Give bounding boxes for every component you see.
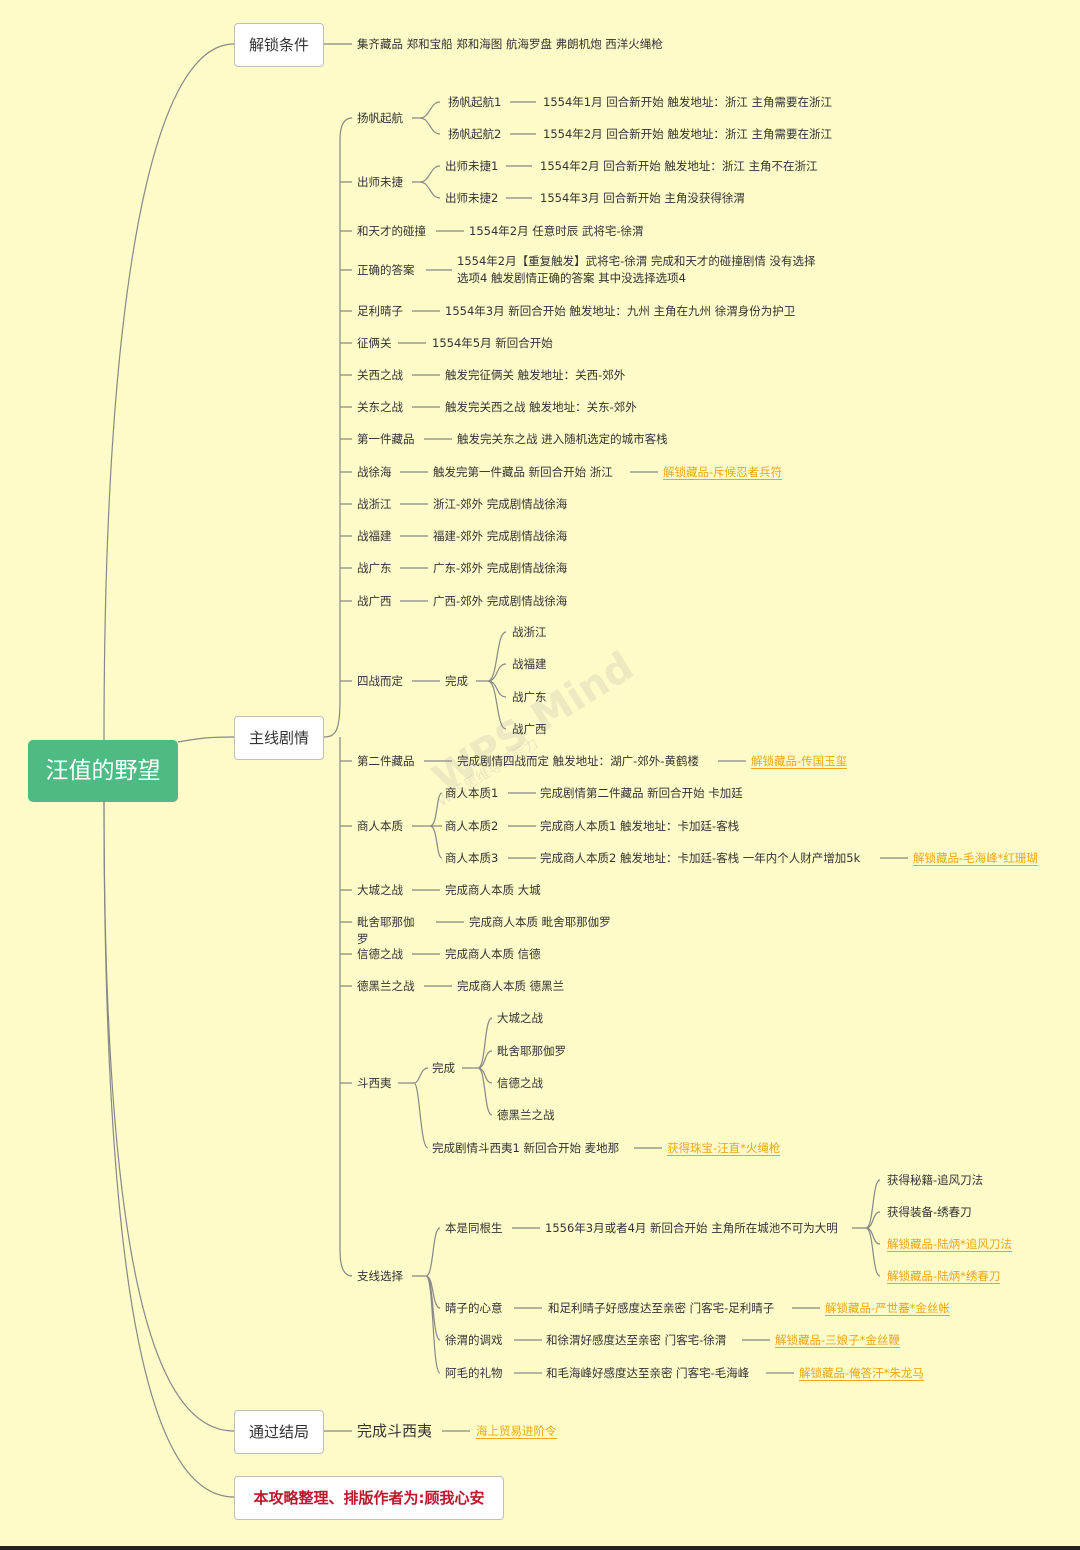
node-pishe[interactable]: 毗舍耶那伽: [357, 915, 415, 929]
zhengque-detail-2: 选项4 触发剧情正确的答案 其中没选择选项4: [457, 271, 686, 285]
zuli-detail: 1554年3月 新回合开始 触发地址：九州 主角在九州 徐渭身份为护卫: [445, 304, 796, 318]
node-zhanguangxi[interactable]: 战广西: [357, 594, 392, 608]
douxiyi-item[interactable]: 德黑兰之战: [497, 1108, 555, 1122]
zhanguangxi-detail: 广西-郊外 完成剧情战徐海: [433, 594, 568, 608]
shangren-3-reward: 解锁藏品-毛海峰*红珊瑚: [913, 851, 1038, 866]
node-zhengque[interactable]: 正确的答案: [357, 263, 415, 277]
sizhan-done[interactable]: 完成: [445, 674, 468, 688]
douxiyi-detail: 完成剧情斗西夷1 新回合开始 麦地那: [432, 1141, 620, 1155]
node-chushi[interactable]: 出师未捷: [357, 175, 403, 189]
node-first-item[interactable]: 第一件藏品: [357, 432, 415, 446]
zhanzhejiang-detail: 浙江-郊外 完成剧情战徐海: [433, 497, 568, 511]
zhanxuhai-detail: 触发完第一件藏品 新回合开始 浙江: [433, 465, 613, 479]
zhengliangguan-detail: 1554年5月 新回合开始: [432, 336, 553, 350]
guanxi-detail: 触发完征俩关 触发地址：关西-郊外: [445, 368, 626, 382]
node-zhengliangguan[interactable]: 征俩关: [357, 336, 392, 350]
qingzi-detail: 和足利晴子好感度达至亲密 门客宅-足利晴子: [548, 1301, 775, 1315]
sizhan-item[interactable]: 战浙江: [512, 625, 547, 639]
node-zhanfujian[interactable]: 战福建: [357, 529, 392, 543]
node-amao[interactable]: 阿毛的礼物: [445, 1366, 503, 1380]
ending-reward: 海上贸易进阶令: [476, 1424, 557, 1439]
node-douxiyi[interactable]: 斗西夷: [357, 1076, 392, 1090]
deheilan-detail: 完成商人本质 德黑兰: [457, 979, 565, 993]
node-zhanxuhai[interactable]: 战徐海: [357, 465, 392, 479]
second-item-reward: 解锁藏品-传国玉玺: [751, 754, 848, 769]
node-guandong[interactable]: 关东之战: [357, 400, 403, 414]
node-zuli[interactable]: 足利晴子: [357, 304, 403, 318]
amao-detail: 和毛海峰好感度达至亲密 门客宅-毛海峰: [546, 1366, 750, 1380]
yangfan-1-detail: 1554年1月 回合新开始 触发地址：浙江 主角需要在浙江: [543, 95, 833, 109]
node-hetiancai[interactable]: 和天才的碰撞: [357, 224, 426, 238]
xuwei-detail: 和徐渭好感度达至亲密 门客宅-徐渭: [546, 1333, 727, 1347]
zhengque-detail-1: 1554年2月【重复触发】武将宅-徐渭 完成和天才的碰撞剧情 没有选择: [457, 254, 816, 268]
sizhan-item[interactable]: 战福建: [512, 657, 547, 671]
node-shangren-3[interactable]: 商人本质3: [445, 851, 499, 865]
pishe-detail: 完成商人本质 毗舍耶那伽罗: [469, 915, 611, 929]
douxiyi-item[interactable]: 信德之战: [497, 1076, 543, 1090]
sizhan-item[interactable]: 战广西: [512, 722, 547, 736]
chushi-1-detail: 1554年2月 回合新开始 触发地址：浙江 主角不在浙江: [540, 159, 818, 173]
node-tonggen[interactable]: 本是同根生: [445, 1221, 503, 1235]
zhanguangdong-detail: 广东-郊外 完成剧情战徐海: [433, 561, 568, 575]
node-shangren-2[interactable]: 商人本质2: [445, 819, 499, 833]
node-chushi-1[interactable]: 出师未捷1: [445, 159, 499, 173]
node-qingzi[interactable]: 晴子的心意: [445, 1301, 503, 1315]
chushi-2-detail: 1554年3月 回合新开始 主角没获得徐渭: [540, 191, 745, 205]
douxiyi-item[interactable]: 毗舍耶那伽罗: [497, 1044, 566, 1058]
node-guanxi[interactable]: 关西之战: [357, 368, 403, 382]
root-node[interactable]: 汪值的野望: [28, 740, 178, 802]
second-item-detail: 完成剧情四战而定 触发地址：湖广-郊外-黄鹤楼: [457, 754, 699, 768]
ending-child[interactable]: 完成斗西夷: [357, 1422, 433, 1440]
node-pishe-wrap[interactable]: 罗: [357, 932, 369, 946]
node-zhanzhejiang[interactable]: 战浙江: [357, 497, 392, 511]
node-zhixian[interactable]: 支线选择: [357, 1269, 403, 1283]
node-yangfan-1[interactable]: 扬帆起航1: [448, 95, 502, 109]
node-dacheng[interactable]: 大城之战: [357, 883, 403, 897]
node-xuwei[interactable]: 徐渭的调戏: [445, 1333, 503, 1347]
node-yangfan[interactable]: 扬帆起航: [357, 111, 403, 125]
node-second-item[interactable]: 第二件藏品: [357, 754, 415, 768]
tonggen-reward: 解锁藏品-陆炳*绣春刀: [887, 1269, 1001, 1284]
guandong-detail: 触发完关西之战 触发地址：关东-郊外: [445, 400, 637, 414]
sizhan-item[interactable]: 战广东: [512, 690, 547, 704]
qingzi-reward: 解锁藏品-严世蕃*金丝帐: [825, 1301, 950, 1316]
shangren-1-detail: 完成剧情第二件藏品 新回合开始 卡加廷: [540, 786, 743, 800]
shangren-3-detail: 完成商人本质2 触发地址：卡加廷-客栈 一年内个人财产增加5k: [540, 851, 861, 865]
tonggen-item: 获得装备-绣春刀: [887, 1205, 972, 1219]
hetiancai-detail: 1554年2月 任意时辰 武将宅-徐渭: [469, 224, 644, 238]
shangren-2-detail: 完成商人本质1 触发地址：卡加廷-客栈: [540, 819, 740, 833]
node-xinde[interactable]: 信德之战: [357, 947, 403, 961]
dacheng-detail: 完成商人本质 大城: [445, 883, 541, 897]
node-zhanguangdong[interactable]: 战广东: [357, 561, 392, 575]
amao-reward: 解锁藏品-俺答汗*朱龙马: [799, 1366, 924, 1381]
douxiyi-reward: 获得珠宝-汪直*火绳枪: [667, 1141, 781, 1156]
yangfan-2-detail: 1554年2月 回合新开始 触发地址：浙江 主角需要在浙江: [543, 127, 833, 141]
node-sizhan[interactable]: 四战而定: [357, 674, 403, 688]
tonggen-reward: 解锁藏品-陆炳*追风刀法: [887, 1237, 1012, 1252]
douxiyi-item[interactable]: 大城之战: [497, 1011, 543, 1025]
bottom-bar: [0, 1546, 1080, 1550]
node-chushi-2[interactable]: 出师未捷2: [445, 191, 499, 205]
zhanxuhai-reward: 解锁藏品-斥候忍者兵符: [663, 465, 783, 480]
tonggen-item: 获得秘籍-追风刀法: [887, 1173, 984, 1187]
douxiyi-done[interactable]: 完成: [432, 1061, 455, 1075]
node-yangfan-2[interactable]: 扬帆起航2: [448, 127, 502, 141]
node-shangren-1[interactable]: 商人本质1: [445, 786, 499, 800]
node-ending[interactable]: 通过结局: [234, 1410, 324, 1454]
node-unlock[interactable]: 解锁条件: [234, 23, 324, 67]
node-shangren[interactable]: 商人本质: [357, 819, 403, 833]
unlock-detail: 集齐藏品 郑和宝船 郑和海图 航海罗盘 弗朗机炮 西洋火绳枪: [357, 37, 663, 51]
tonggen-detail: 1556年3月或者4月 新回合开始 主角所在城池不可为大明: [545, 1221, 838, 1235]
node-author[interactable]: 本攻略整理、排版作者为:顾我心安: [234, 1476, 504, 1520]
first-item-detail: 触发完关东之战 进入随机选定的城市客栈: [457, 432, 668, 446]
xuwei-reward: 解锁藏品-三娘子*金丝鞭: [775, 1333, 900, 1348]
node-deheilan[interactable]: 德黑兰之战: [357, 979, 415, 993]
zhanfujian-detail: 福建-郊外 完成剧情战徐海: [433, 529, 568, 543]
xinde-detail: 完成商人本质 信德: [445, 947, 541, 961]
node-main-story[interactable]: 主线剧情: [234, 716, 324, 760]
